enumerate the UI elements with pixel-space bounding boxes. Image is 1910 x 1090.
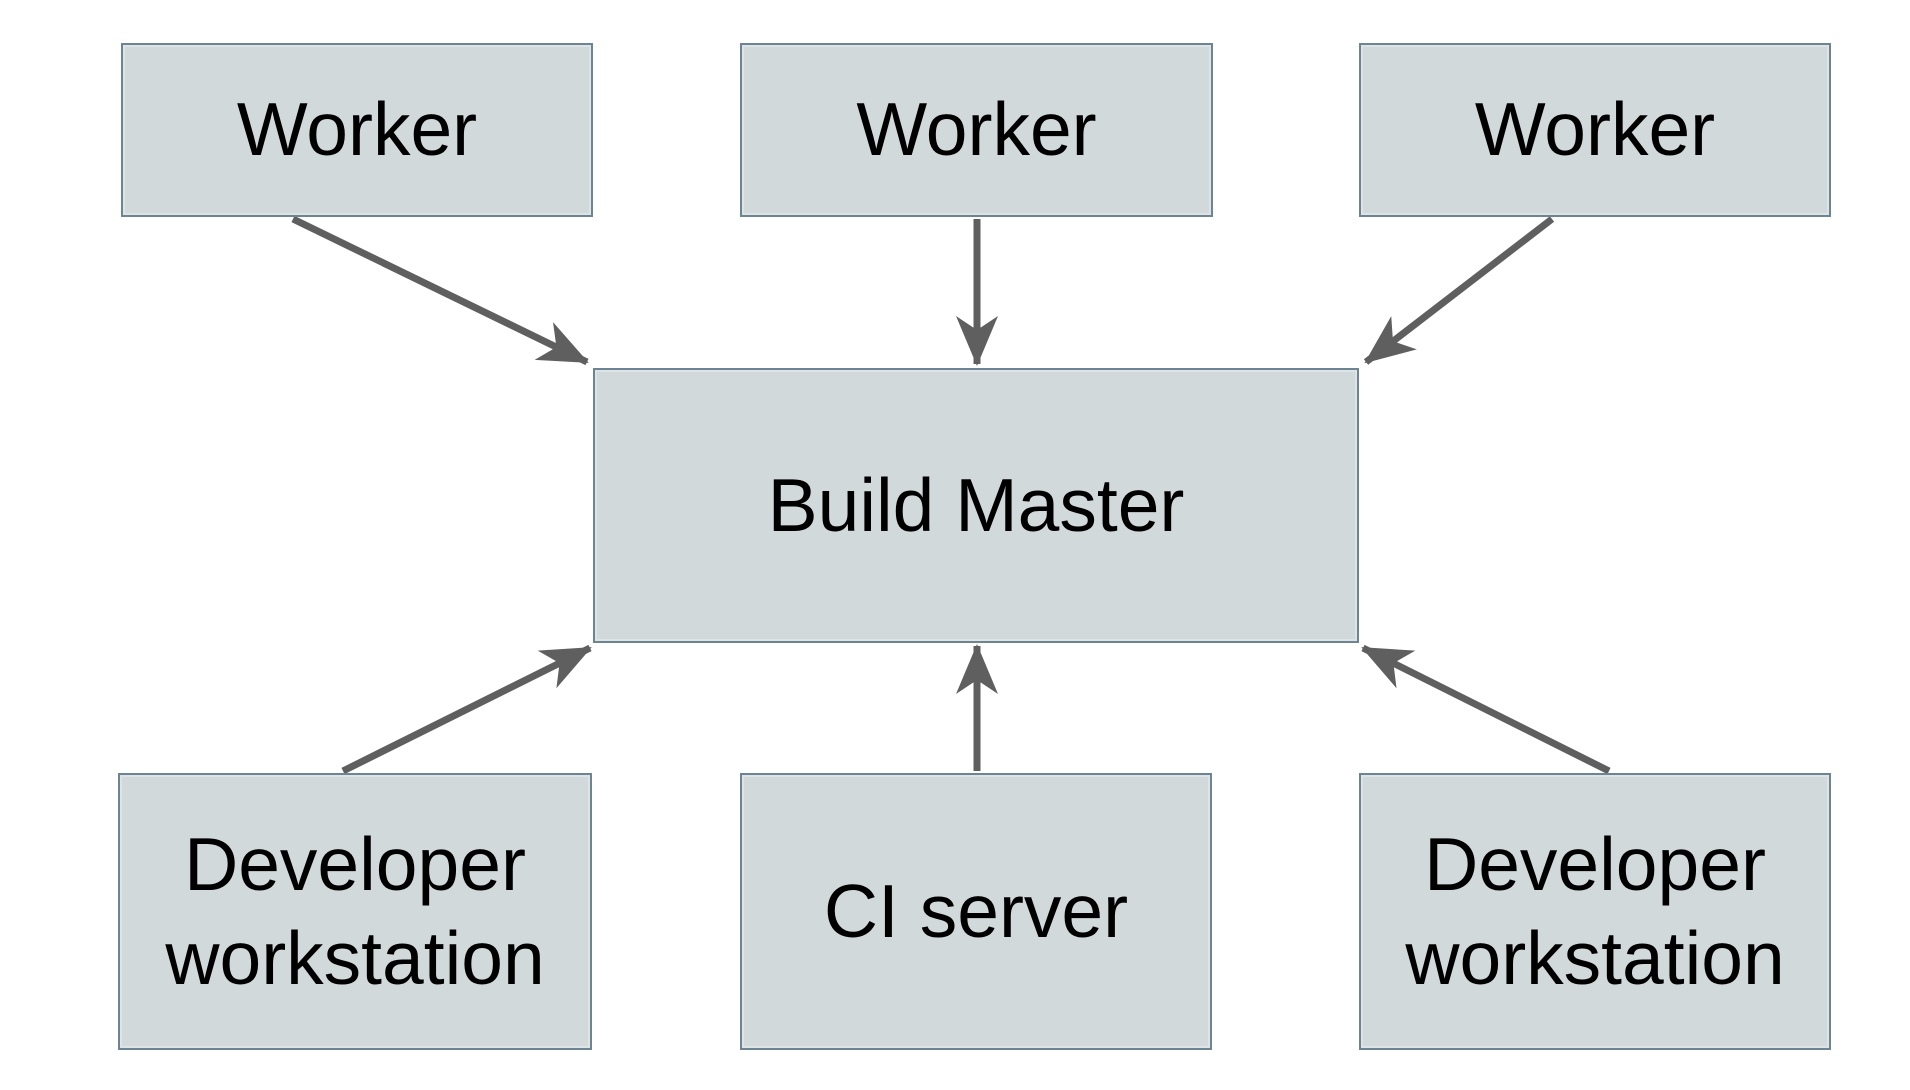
node-ci-server-label: CI server [823,868,1129,953]
node-dev-workstation-right-label: Developer workstation [1405,821,1785,1000]
node-dev-workstation-left-label: Developer workstation [165,821,545,1000]
node-worker-3-label: Worker [1474,87,1716,172]
edge-dev-workstation-left-to-build-master [341,644,592,775]
node-worker-2-label: Worker [856,87,1097,172]
node-worker-2: Worker [740,43,1213,217]
edge-worker-3-to-build-master [1363,216,1555,365]
edge-worker-1-to-build-master [291,215,589,366]
node-ci-server: CI server [740,773,1212,1050]
edge-dev-workstation-right-to-build-master [1361,644,1611,775]
node-build-master: Build Master [593,368,1359,643]
node-worker-1-label: Worker [236,87,478,172]
node-dev-workstation-right: Developer workstation [1359,773,1831,1050]
node-worker-3: Worker [1359,43,1831,217]
node-worker-1: Worker [121,43,593,217]
node-build-master-label: Build Master [767,462,1185,547]
node-dev-workstation-left: Developer workstation [118,773,592,1050]
